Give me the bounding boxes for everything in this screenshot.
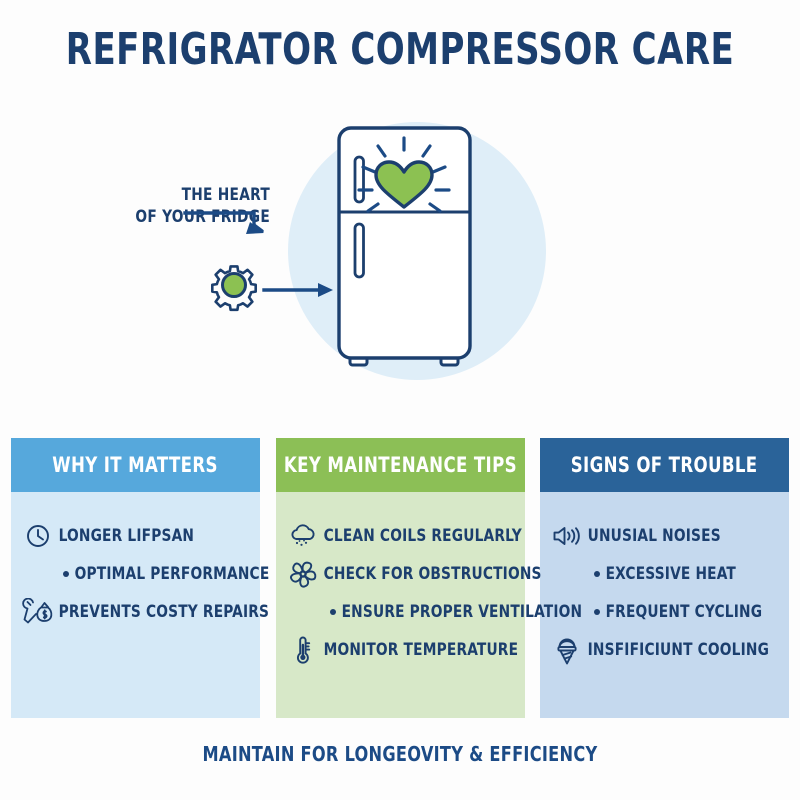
bent-arrow-right-icon [183,211,264,234]
panel-header-signs-of-trouble: SIGNS OF TROUBLE [540,438,789,492]
panel-header-label: KEY MAINTENANCE TIPS [283,453,517,477]
list-item: ENSURE PROPER VENTILATION [286,594,582,630]
list-item-label: LONGER LIFPSAN [58,526,195,546]
list-item-label: FREQUENT CYCLING [605,602,763,622]
refrigerator-icon [337,126,472,367]
arrow-right-icon [262,283,333,297]
hero-illustration: THE HEART OF YOUR FRIDGE [0,100,800,410]
list-item-label: ENSURE PROPER VENTILATION [341,602,582,622]
callout-line-1: THE HEART [181,185,270,205]
panel-header-label: WHY IT MATTERS [52,453,219,477]
list-item: UNUSIAL NOISES [550,518,779,554]
bullet-icon [566,559,602,589]
list-item-label: MONITOR TEMPERATURE [323,640,518,660]
panel-header-why-it-matters: WHY IT MATTERS [11,438,260,492]
list-item-label: CLEAN COILS REGULARLY [323,526,522,546]
panel-body-signs-of-trouble: UNUSIAL NOISES EXCESSIVE HEAT FREQUENT C… [540,492,789,718]
list-item: INSFIFICIUNT COOLING [550,632,779,668]
bullet-icon [566,597,602,627]
gear-icon [210,265,258,312]
list-item-label: CHECK FOR OBSTRUCTIONS [323,564,542,584]
thermometer-icon [286,635,320,665]
panel-row: WHY IT MATTERS LONGER LIFPSAN [0,438,800,718]
list-item: CHECK FOR OBSTRUCTIONS [286,556,541,592]
ice-cream-icon [550,635,584,665]
list-item: EXCESSIVE HEAT [550,556,779,592]
list-item: LONGER LIFPSAN [21,518,250,554]
dust-cloud-icon [286,521,320,551]
wrench-money-bag-icon [21,597,55,627]
list-item: FREQUENT CYCLING [550,594,779,630]
panel-signs-of-trouble: SIGNS OF TROUBLE UNUSIAL NOISES [540,438,789,718]
list-item: CLEAN COILS REGULARLY [286,518,521,554]
fan-icon [286,559,320,589]
panel-body-key-maintenance-tips: CLEAN COILS REGULARLY [275,492,582,718]
list-item-label: PREVENTS COSTY REPAIRS [58,602,270,622]
clock-icon [21,521,55,551]
page-title: REFRIGRATOR COMPRESSOR CARE [65,24,735,75]
list-item: MONITOR TEMPERATURE [286,632,518,668]
list-item-label: OPTIMAL PERFORMANCE [74,564,270,584]
panel-body-why-it-matters: LONGER LIFPSAN OPTIMAL PERFORMANCE [11,492,269,718]
speaker-icon [550,521,584,551]
panel-key-maintenance-tips: KEY MAINTENANCE TIPS CLEAN C [275,438,582,718]
list-item-label: EXCESSIVE HEAT [605,564,737,584]
bullet-icon [302,597,338,627]
hero-graphics [183,126,472,367]
panel-why-it-matters: WHY IT MATTERS LONGER LIFPSAN [11,438,269,718]
panel-header-label: SIGNS OF TROUBLE [571,453,758,477]
list-item: OPTIMAL PERFORMANCE [21,556,269,592]
list-item-label: UNUSIAL NOISES [587,526,721,546]
list-item-label: INSFIFICIUNT COOLING [587,640,770,660]
panel-header-key-maintenance-tips: KEY MAINTENANCE TIPS [275,438,525,492]
shining-heart-icon [357,136,451,213]
list-item: PREVENTS COSTY REPAIRS [21,594,269,630]
bullet-icon [35,559,71,589]
footer-tagline: MAINTAIN FOR LONGEOVITY & EFFICIENCY [202,742,598,766]
